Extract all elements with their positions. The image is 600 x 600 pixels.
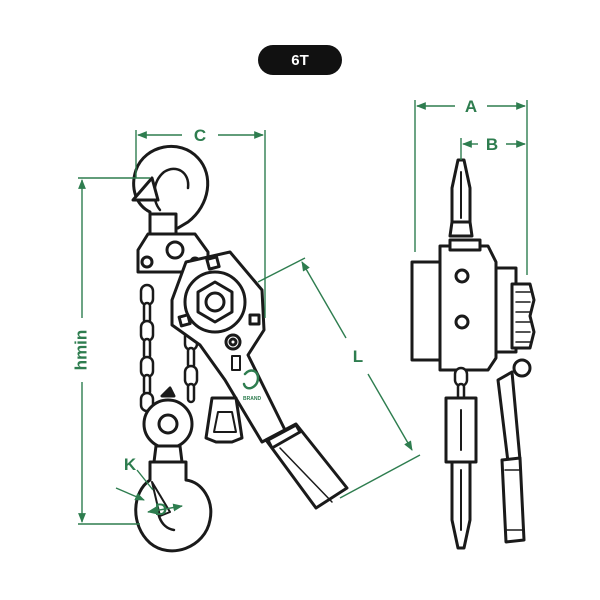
side-top-hook [448, 158, 474, 238]
logo-text: BRAND [243, 396, 261, 402]
capacity-label: 6T [291, 51, 309, 69]
freewheel-handle [204, 396, 244, 444]
side-view [410, 158, 536, 550]
dimension-label-k: K [124, 455, 137, 474]
dimension-label-d: D [155, 500, 167, 519]
lever-grip [264, 422, 349, 510]
brand-logo: BRAND [242, 369, 261, 402]
dimension-label-c: C [194, 126, 206, 145]
dimension-label-b: B [486, 135, 498, 154]
front-view: BRAND [131, 144, 349, 553]
load-chain-left [139, 283, 155, 413]
side-frame [410, 238, 536, 378]
dimension-lines [78, 100, 528, 525]
dimension-label-a: A [465, 97, 477, 116]
capacity-badge: 6T [258, 45, 342, 75]
lever-housing: BRAND [170, 250, 287, 444]
top-hook [131, 144, 210, 238]
dimension-labels: C L A B K D hmin [71, 97, 498, 519]
bottom-hook [134, 460, 213, 553]
dimension-label-hmin: hmin [71, 330, 90, 371]
side-lever [496, 370, 526, 544]
bottom-block [142, 386, 194, 464]
side-bottom-hook [444, 396, 478, 550]
dimension-label-l: L [353, 347, 363, 366]
